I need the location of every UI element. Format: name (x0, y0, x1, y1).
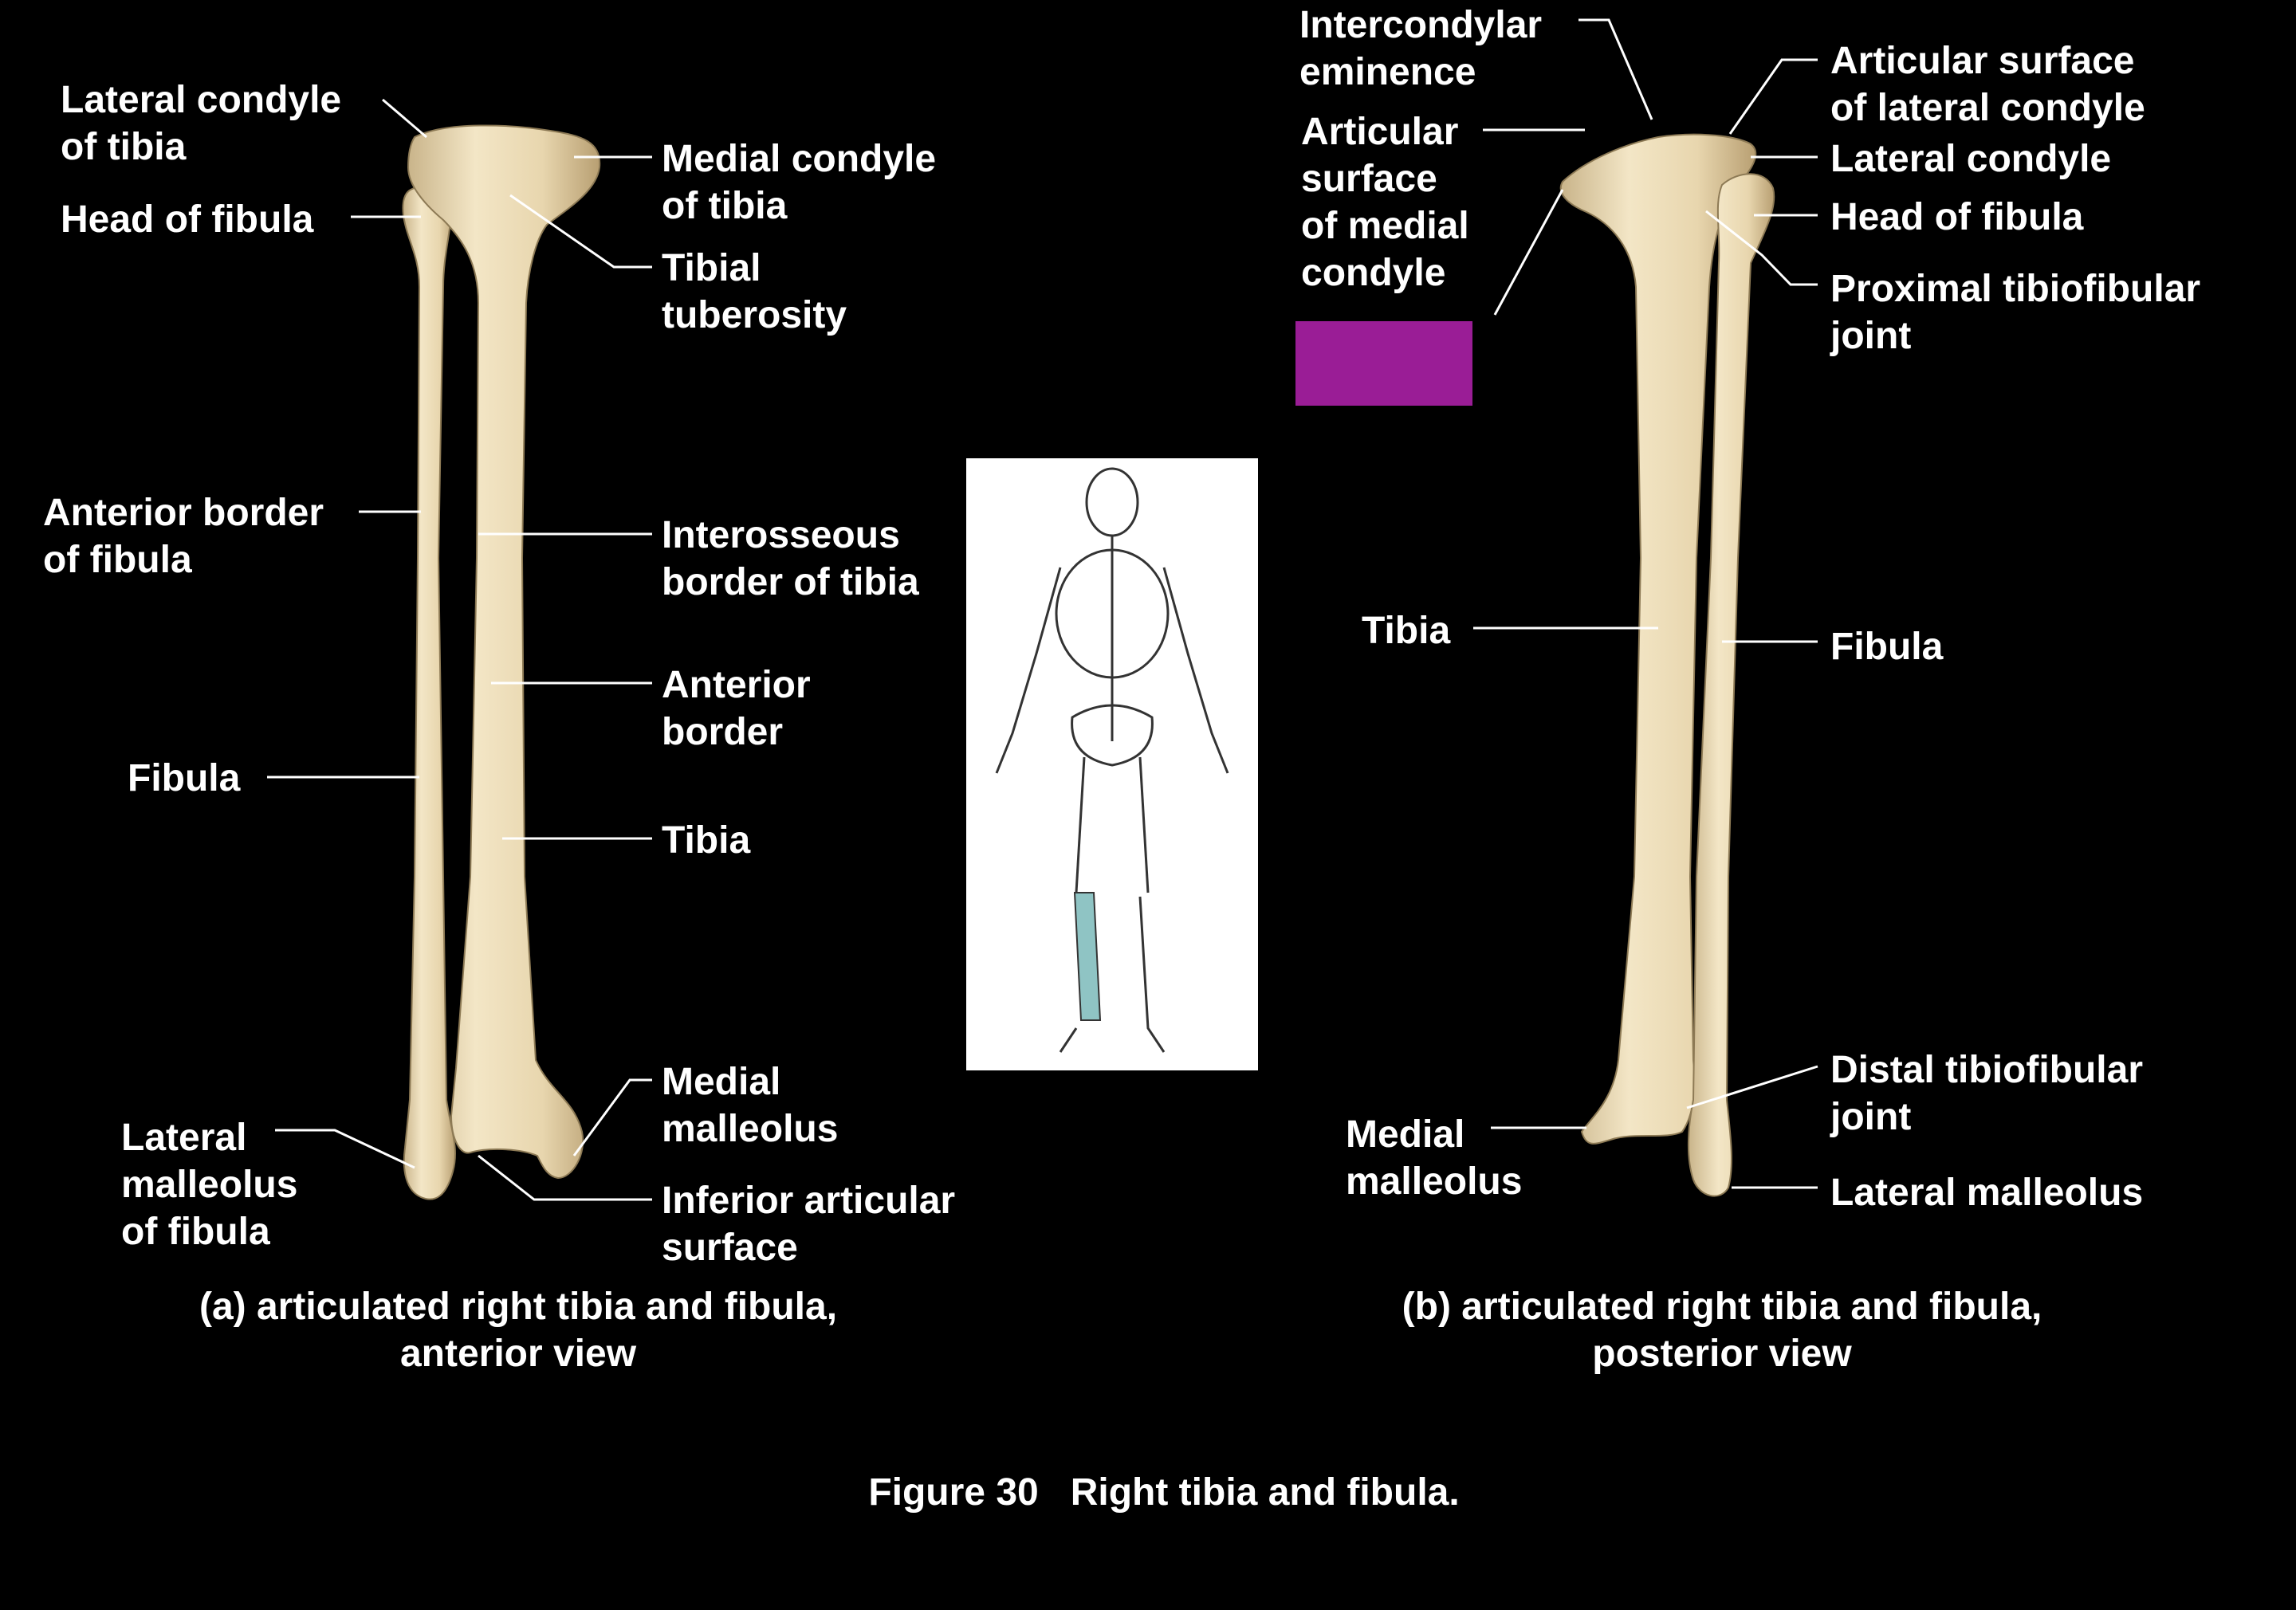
label-head-of-fibula-b: Head of fibula (1830, 196, 2084, 238)
label-head-of-fibula-a: Head of fibula (61, 198, 314, 241)
illustration (267, 18, 1818, 1201)
figure-caption: Figure 30 Right tibia and fibula. (868, 1471, 1460, 1514)
right-arm-shape (995, 567, 1062, 774)
label-fibula-a: Fibula (128, 757, 241, 799)
caption-view-b: (b) articulated right tibia and fibula,p… (1402, 1286, 2042, 1375)
highlighted-tibia-fibula (1073, 892, 1102, 1021)
leader-lines-b (1473, 18, 1818, 1189)
tibia-bone-anterior (407, 124, 601, 1180)
skeleton-inset (966, 458, 1258, 1070)
left-lower-leg-shape (1138, 896, 1166, 1053)
fibula-bone-anterior (402, 186, 456, 1200)
hidden-label-box (1295, 321, 1472, 406)
left-femur-shape (1138, 756, 1150, 893)
ribcage-shape (1055, 548, 1170, 679)
label-tibia-a: Tibia (662, 819, 751, 862)
right-femur-shape (1075, 756, 1086, 893)
label-lateral-condyle: Lateral condyle (1830, 138, 2112, 180)
leader-lines-a (267, 98, 652, 1201)
label-fibula-b: Fibula (1830, 626, 1944, 668)
label-tibia-b: Tibia (1362, 610, 1451, 652)
label-lateral-malleolus-b: Lateral malleolus (1830, 1172, 2144, 1214)
right-foot-shape (1059, 1027, 1078, 1053)
left-arm-shape (1162, 567, 1229, 774)
fibula-bone-posterior (1687, 173, 1775, 1197)
tibia-bone-posterior (1559, 133, 1757, 1145)
pelvis-shape (1071, 704, 1154, 767)
caption-view-a: (a) articulated right tibia and fibula,a… (199, 1286, 838, 1375)
